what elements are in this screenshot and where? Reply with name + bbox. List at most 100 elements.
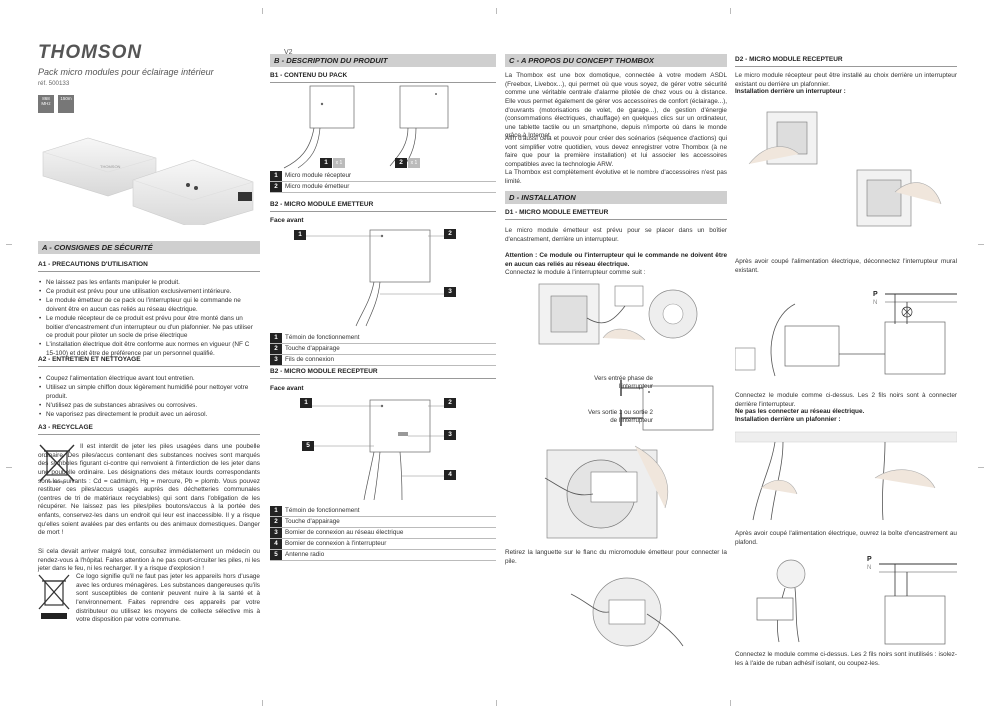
d2-title: D2 - MICRO MODULE RECEPTEUR [735,56,957,67]
a3-paragraph-2: Si cela devait arriver malgré tout, cons… [38,548,260,573]
switch-removal-drawing [748,111,942,227]
list-item: Coupez l'alimentation électrique avant t… [38,375,260,384]
product-photo: THOMSON [42,137,254,225]
d2-connect-ceiling: Connectez le module comme ci-dessus. Les… [735,651,957,667]
crop-mark [496,8,497,14]
neutral-label-ceiling: N [867,565,872,571]
d2-cut-ceiling: Après avoir coupé l'alimentation électri… [735,530,957,546]
d1-tab-text: Retirez la languette sur le flanc du mic… [505,549,727,565]
pack-qty-1: x 1 [333,158,345,168]
device-label: THOMSON [100,164,121,169]
phase-label-ceiling: P [867,556,872,563]
crop-mark [496,700,497,706]
frequency-badge: 868 MHz [38,95,54,113]
receiver-callout-4: 4 [444,470,456,480]
section-b-header: B - DESCRIPTION DU PRODUIT [270,54,496,67]
wiring-diagram-switch [735,293,957,377]
d1-warning: Attention : Ce module ou l'interrupteur … [505,252,727,268]
d2-connect-warning: Ne pas les connecter au réseau électriqu… [735,408,865,415]
receiver-callout-5: 5 [302,441,314,451]
a3-title: A3 - RECYCLAGE [38,424,260,435]
b2-face-label: Face avant [270,217,304,224]
crop-mark [978,467,984,468]
wiring-diagram-transmitter [620,380,714,431]
section-c-header: C - A PROPOS DU CONCEPT THOMBOX [505,54,727,67]
b3-face-label: Face avant [270,385,304,392]
battery-tab-drawing [544,445,669,539]
column-1: THOMSON V2 Pack micro modules pour éclai… [38,0,293,714]
product-title: Pack micro modules pour éclairage intéri… [38,67,214,77]
crop-mark [262,700,263,706]
section-a-header: A - CONSIGNES DE SÉCURITÉ [38,241,260,254]
list-item: Le module émetteur de ce pack ou l'inter… [38,297,260,314]
crop-mark [730,700,731,706]
crop-mark [6,467,12,468]
range-badge: 150m [58,95,74,113]
pack-qty-2: x 1 [408,158,420,168]
d1-intro: Le micro module émetteur est prévu pour … [505,227,727,243]
b1-title: B1 - CONTENU DU PACK [270,72,496,83]
section-c-paragraph-3: La Thombox est complètement évolutive et… [505,169,727,185]
b2-title: B2 - MICRO MODULE EMETTEUR [270,201,496,212]
section-c-paragraph-2: Afin d'aussi cela et pouvoir pour créer … [505,135,727,168]
phase-label: P [873,291,878,298]
d2-cut-switch: Après avoir coupé l'alimentation électri… [735,258,957,274]
pack-contents-drawing [283,85,449,169]
switch-box-install-drawing [538,283,698,345]
d1-title: D1 - MICRO MODULE EMETTEUR [505,209,727,220]
d1-connect-text: Connectez le module à l'interrupteur com… [505,269,646,276]
list-item: Ce produit est prévu pour une utilisatio… [38,288,260,297]
a3-paragraph-3: Ce logo signifie qu'il ne faut pas jeter… [76,573,260,624]
module-in-box-drawing [570,577,684,647]
receiver-front-drawing [302,399,454,501]
product-ref: réf. 500133 [38,80,70,87]
d2-intro: Le micro module récepteur peut être inst… [735,72,957,88]
wire-label-phase: Vers entrée phase de l'interrupteur [594,375,653,391]
transmitter-front-drawing [302,229,454,327]
transmitter-callout-3: 3 [444,287,456,297]
receiver-callout-1: 1 [300,398,312,408]
crop-mark [978,244,984,245]
crop-mark [730,8,731,14]
d2-subtitle-switch: Installation derrière un interrupteur : [735,88,846,95]
b3-title: B2 - MICRO MODULE RECEPTEUR [270,368,496,379]
a3-paragraph-1: Il est interdit de jeter les piles usagé… [38,443,260,537]
crop-mark [6,244,12,245]
section-c-paragraph: La Thombox est une box domotique, connec… [505,72,727,140]
a1-list: Ne laissez pas les enfants manipuler le … [38,279,260,359]
list-item: Utilisez un simple chiffon doux légèreme… [38,384,260,401]
a1-title: A1 - PRECAUTIONS D'UTILISATION [38,261,260,272]
a2-title: A2 - ENTRETIEN ET NETTOYAGE [38,356,260,367]
receiver-callout-2: 2 [444,398,456,408]
neutral-label: N [873,300,878,306]
receiver-callout-3: 3 [444,430,456,440]
list-item: Ne vaporisez pas directement le produit … [38,411,260,420]
pack-number-1: 1 [320,158,332,168]
list-item: N'utilisez pas de substances abrasives o… [38,402,260,411]
list-item: Ne laissez pas les enfants manipuler le … [38,279,260,288]
battery-symbols: Pb Cd Hg [47,479,64,484]
crop-mark [262,8,263,14]
transmitter-callout-1: 1 [294,230,306,240]
column-3: C - A PROPOS DU CONCEPT THOMBOX La Thomb… [505,0,727,714]
weee-bin-icon [38,574,70,619]
version-label: V2 [284,49,293,56]
column-4: D2 - MICRO MODULE RECEPTEUR Le micro mod… [735,0,957,714]
d2-subtitle-ceiling: Installation derrière un plafonnier : [735,416,841,423]
a2-list: Coupez l'alimentation électrique avant t… [38,375,260,420]
list-item: Le module récepteur de ce produit est pr… [38,315,260,341]
wiring-diagram-ceiling [756,559,957,645]
d2-connect-switch: Connectez le module comme ci-dessus. Les… [735,392,957,408]
column-2: B - DESCRIPTION DU PRODUIT B1 - CONTENU … [270,0,496,714]
list-item: L'installation électrique doit être conf… [38,341,260,358]
